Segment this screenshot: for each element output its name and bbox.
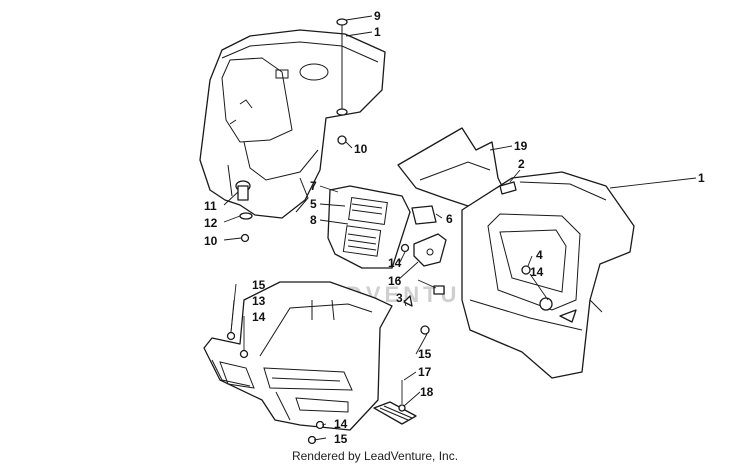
callout-7: 7 — [310, 179, 317, 193]
callout-13: 13 — [252, 294, 266, 308]
callout-14-bracket: 14 — [388, 256, 402, 270]
heel-guard — [373, 401, 417, 425]
callout-3: 3 — [396, 291, 403, 305]
callout-18: 18 — [420, 385, 434, 399]
fender-fasteners — [235, 18, 348, 243]
callout-10-bottom: 10 — [204, 234, 218, 248]
callout-14-bottom: 14 — [334, 417, 348, 431]
callouts: 9 1 10 11 12 10 7 5 8 6 19 2 1 4 14 14 1… — [204, 9, 705, 446]
callout-4: 4 — [536, 248, 543, 262]
callout-2: 2 — [518, 157, 525, 171]
callout-12: 12 — [204, 216, 218, 230]
render-credit: Rendered by LeadVenture, Inc. — [291, 449, 459, 463]
footwell — [203, 281, 430, 445]
side-panel — [327, 185, 411, 269]
callout-16: 16 — [388, 274, 402, 288]
callout-11: 11 — [204, 199, 217, 213]
callout-5: 5 — [310, 197, 317, 211]
callout-8: 8 — [310, 213, 317, 227]
rear-bracket — [400, 181, 517, 307]
callout-14-left: 14 — [252, 310, 266, 324]
pad-6 — [411, 205, 437, 225]
callout-19: 19 — [514, 139, 528, 153]
callout-14-rear: 14 — [530, 265, 544, 279]
callout-15-top: 15 — [252, 278, 266, 292]
callout-1-front: 1 — [374, 25, 381, 39]
rear-fender — [461, 171, 635, 379]
callout-17: 17 — [418, 365, 432, 379]
callout-9: 9 — [374, 9, 381, 23]
callout-15-bottom: 15 — [334, 432, 348, 446]
callout-6: 6 — [446, 212, 453, 226]
callout-1-rear: 1 — [698, 171, 705, 185]
leader-lines — [223, 15, 697, 441]
front-fender — [199, 29, 386, 219]
callout-10-top: 10 — [354, 142, 368, 156]
callout-15-mid: 15 — [418, 347, 432, 361]
